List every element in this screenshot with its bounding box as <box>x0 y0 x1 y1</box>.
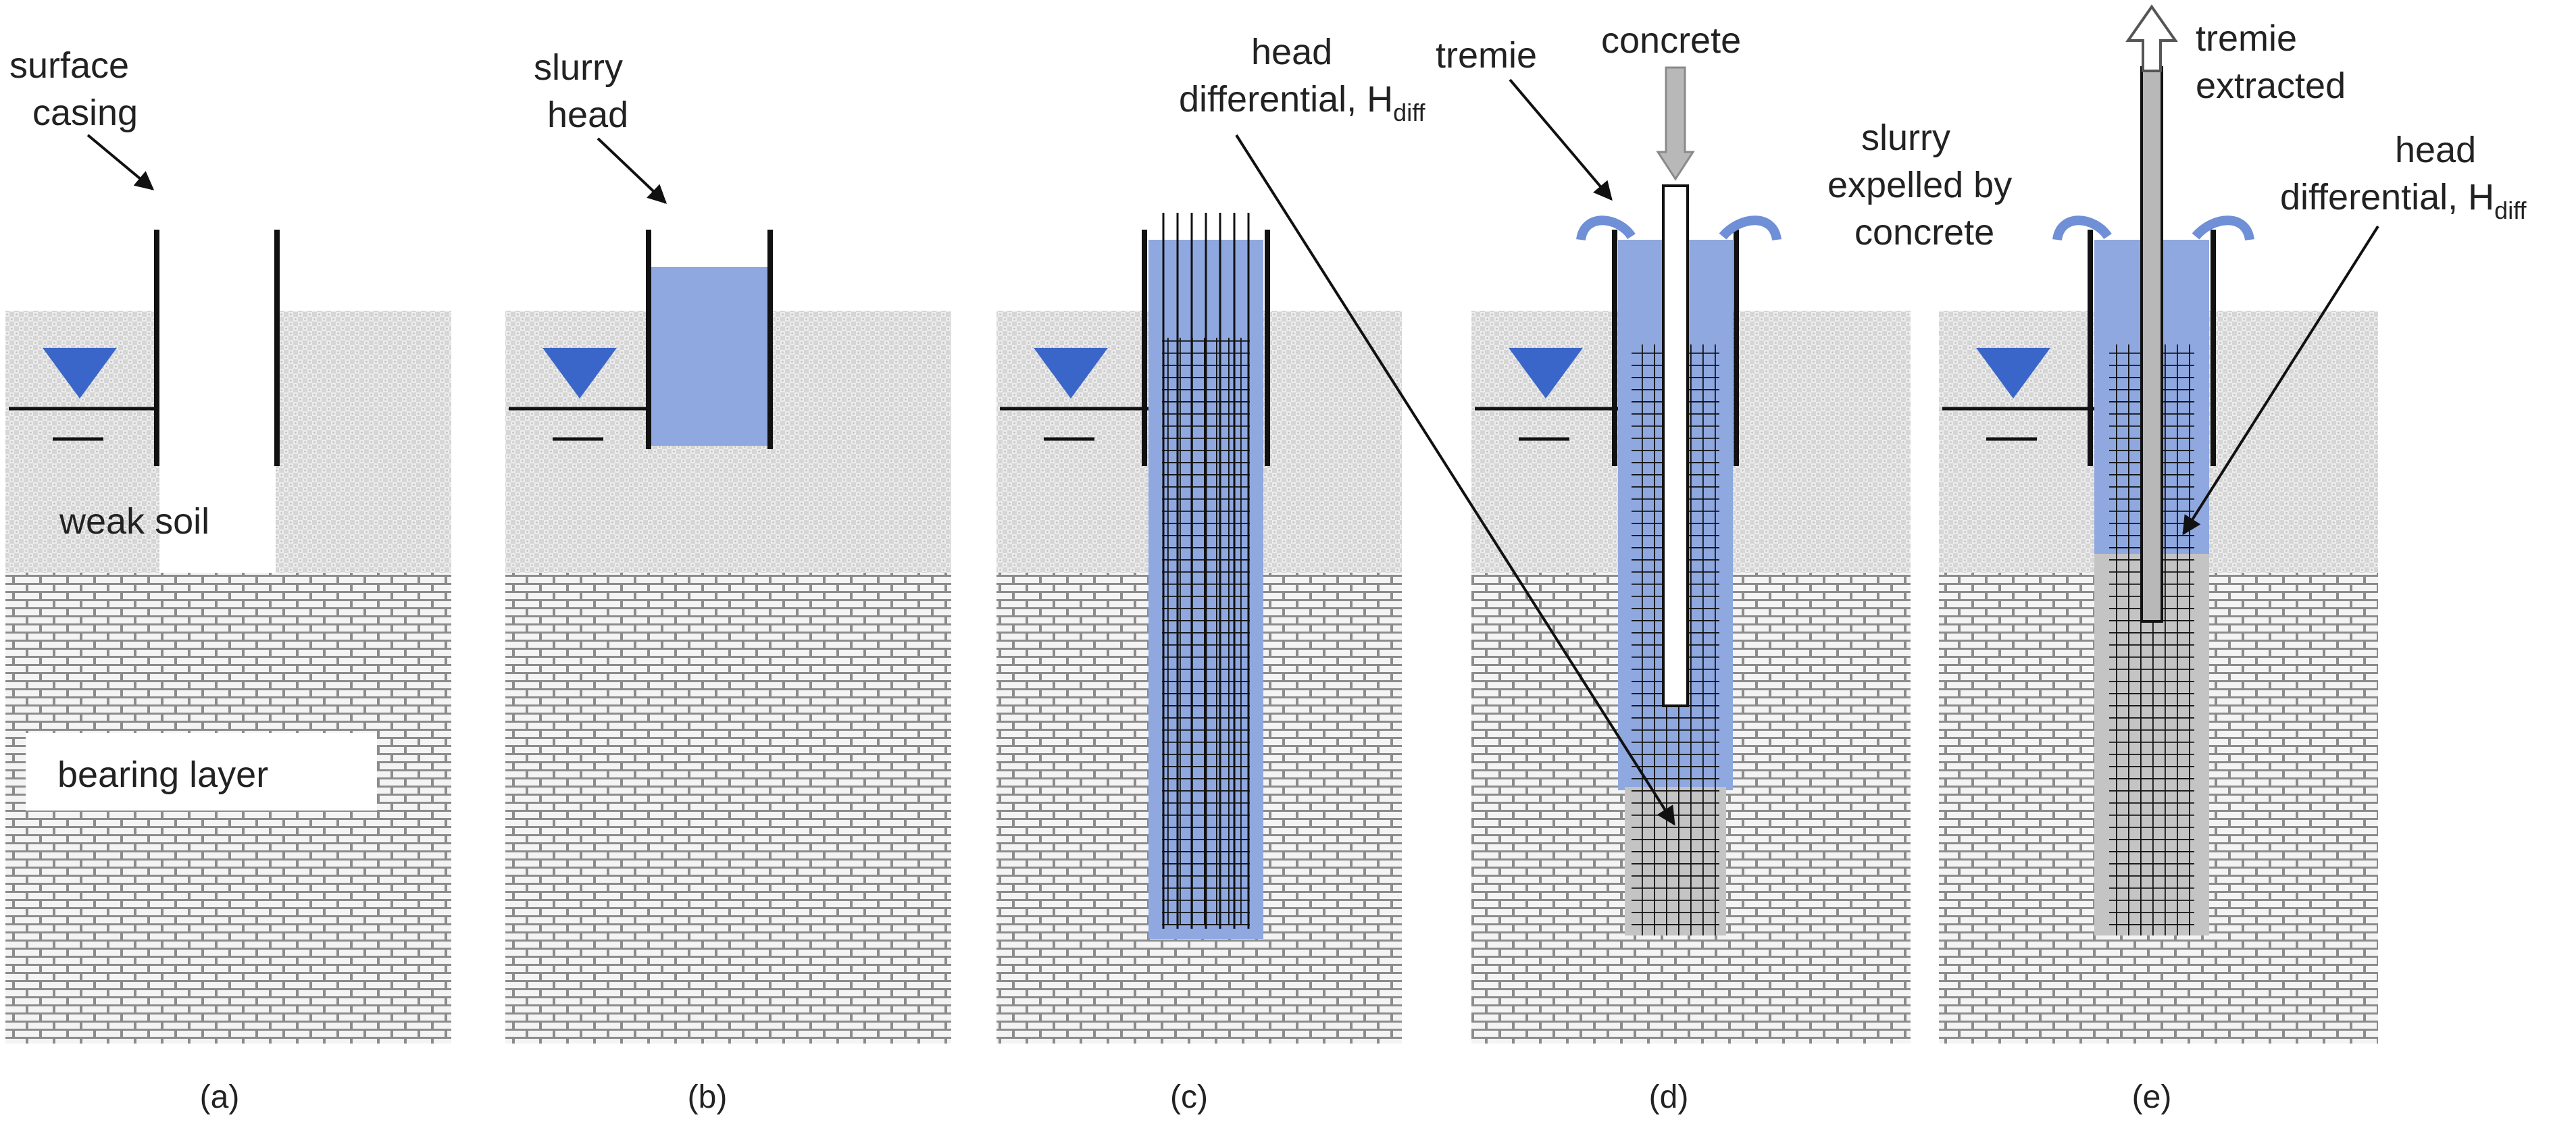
leader-head-differential-c <box>1235 134 1675 826</box>
caption-b: (b) <box>688 1079 728 1115</box>
water-table-icon <box>1976 348 2050 399</box>
label-head-c: head <box>1251 32 1332 72</box>
label-concrete-d: concrete <box>1601 20 1741 61</box>
label-differential-c: differential, Hdiff <box>1179 79 1426 126</box>
leader-tremie <box>1509 78 1613 201</box>
label-tremie-e: tremie <box>2196 18 2297 59</box>
label-bearing-layer: bearing layer <box>57 754 268 795</box>
bearing-layer-1 <box>505 573 951 1044</box>
label-concrete-expel: concrete <box>1854 212 1994 253</box>
label-differential-e: differential, Hdiff <box>2280 177 2527 224</box>
label-tremie-d: tremie <box>1436 35 1537 76</box>
excavation-a <box>159 405 276 573</box>
tremie-pipe-d <box>1662 184 1689 707</box>
hole-top-a <box>159 311 276 405</box>
leader-slurry-head <box>597 137 667 204</box>
label-weak-soil: weak soil <box>59 501 209 542</box>
label-casing: casing <box>32 93 138 133</box>
water-table-icon <box>542 348 617 399</box>
bearing-layer-box <box>26 733 377 811</box>
water-table-icon <box>43 348 117 399</box>
slurry-column-b <box>651 267 767 446</box>
curved-arrow-icon <box>2052 215 2112 241</box>
label-head-e: head <box>2395 130 2476 170</box>
arrow-up-icon <box>2125 4 2178 72</box>
curved-arrow-icon <box>2192 215 2254 241</box>
tremie-pipe-e <box>2140 66 2163 623</box>
label-head: head <box>547 95 628 135</box>
label-expelled-by: expelled by <box>1827 165 2012 205</box>
caption-c: (c) <box>1170 1079 1208 1115</box>
leader-surface-casing <box>86 134 155 190</box>
caption-d: (d) <box>1649 1079 1689 1115</box>
label-surface: surface <box>9 45 129 86</box>
arrow-down-icon <box>1656 66 1695 181</box>
water-table-icon <box>1509 348 1583 399</box>
label-slurry-d: slurry <box>1861 118 1950 158</box>
water-table-icon <box>1034 348 1108 399</box>
label-extracted: extracted <box>2196 66 2346 106</box>
curved-arrow-icon <box>1576 215 1636 241</box>
label-slurry: slurry <box>534 47 623 88</box>
curved-arrow-icon <box>1719 215 1782 241</box>
leader-head-differential-e <box>2182 225 2379 536</box>
caption-e: (e) <box>2132 1079 2172 1115</box>
caption-a: (a) <box>200 1079 240 1115</box>
